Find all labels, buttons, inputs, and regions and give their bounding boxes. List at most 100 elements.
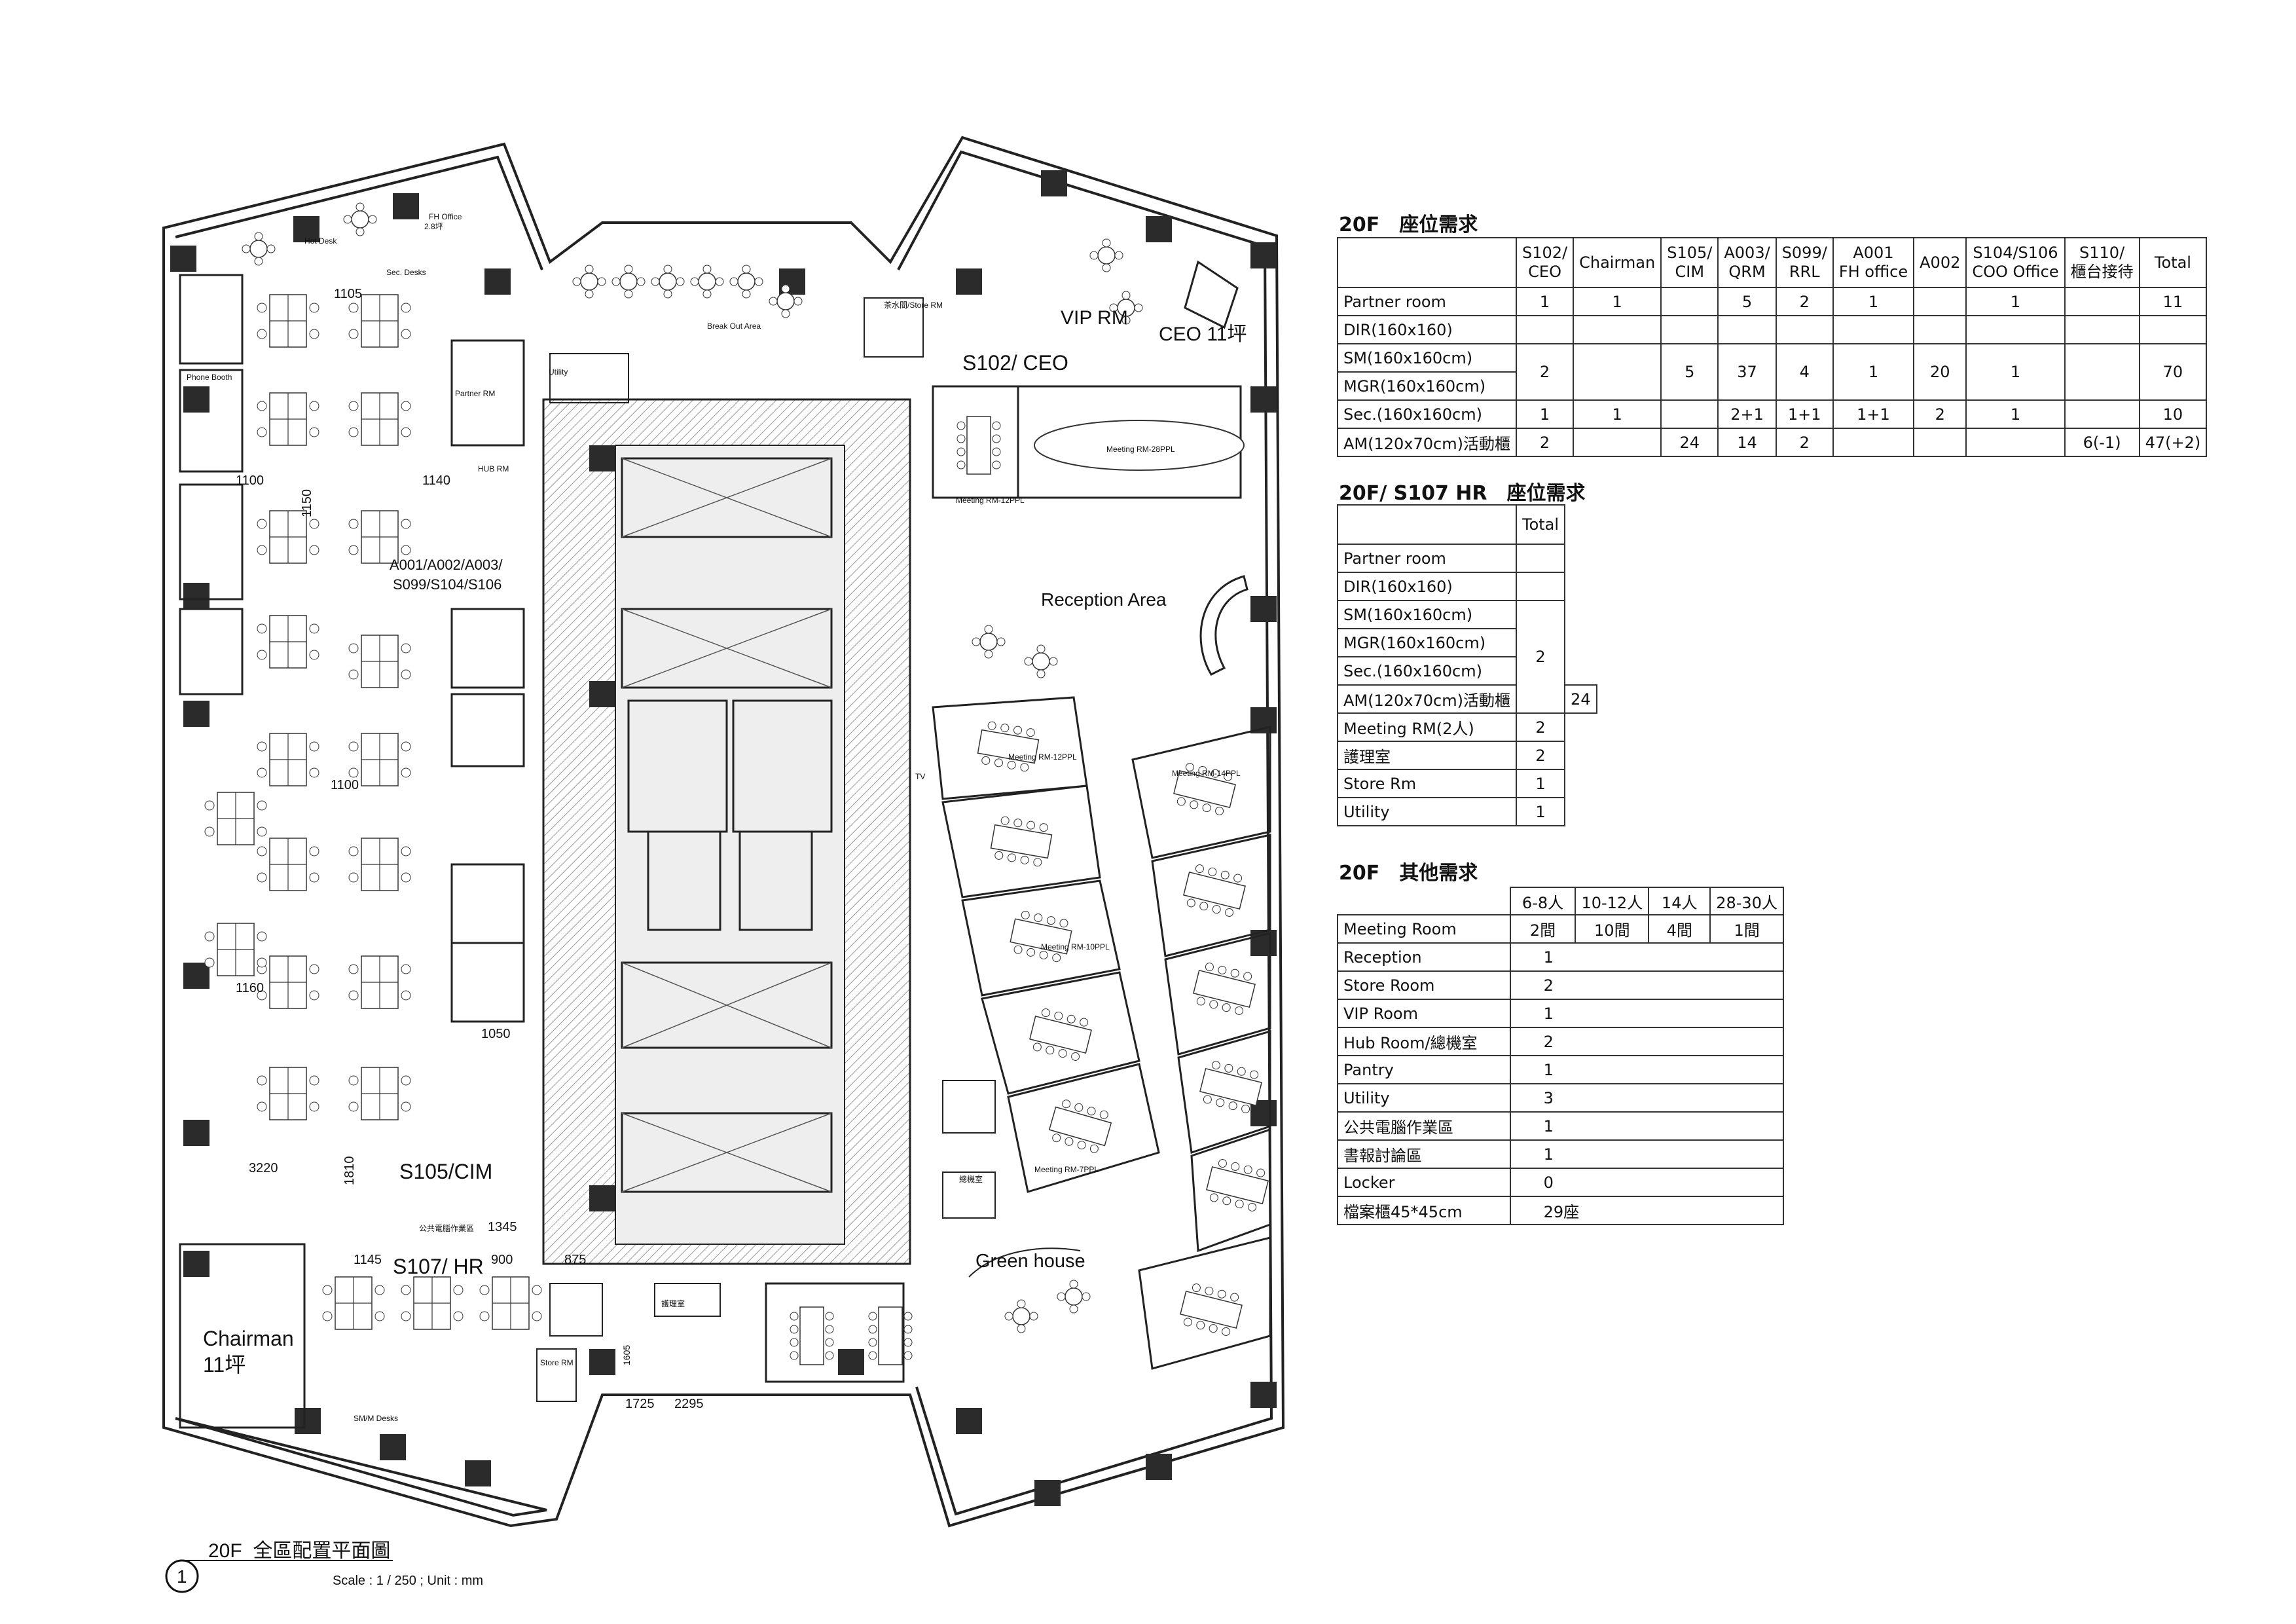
seat-cell bbox=[1775, 315, 1834, 344]
seat-cell: 37 bbox=[1717, 343, 1777, 401]
seat-cell bbox=[2064, 343, 2140, 401]
seat-row-label: MGR(160x160cm) bbox=[1337, 371, 1517, 401]
label-phone-booth: Phone Booth bbox=[187, 373, 232, 382]
service-rooms bbox=[536, 297, 996, 1402]
seat-cell: 2 bbox=[1775, 287, 1834, 316]
hr-header-row: Total bbox=[1337, 504, 1597, 545]
label-s107: S107/ HR bbox=[393, 1255, 484, 1278]
seat-cell bbox=[2064, 315, 2140, 344]
label-green-house: Green house bbox=[975, 1251, 1085, 1272]
label-pantry: 茶水間/Store RM bbox=[884, 300, 943, 310]
meeting-tables bbox=[790, 416, 1271, 1365]
other-row-value: 1 bbox=[1509, 999, 1785, 1028]
label-meeting-14: Meeting RM-14PPL bbox=[1172, 769, 1241, 778]
label-hub-rm: HUB RM bbox=[478, 464, 509, 473]
other-header-cell: 10-12人 bbox=[1575, 887, 1650, 915]
hr-row-label: 護理室 bbox=[1337, 741, 1517, 770]
dim-1140: 1140 bbox=[422, 473, 450, 488]
other-header-cell: 14人 bbox=[1648, 887, 1711, 915]
label-tv: TV bbox=[915, 772, 925, 781]
label-chairman: Chairman bbox=[203, 1327, 294, 1350]
seat-row-label: AM(120x70cm)活動櫃 bbox=[1337, 428, 1517, 457]
hr-table-title: 20F/ S107 HR 座位需求 bbox=[1339, 482, 1586, 505]
dim-1160: 1160 bbox=[236, 981, 264, 995]
dim-1725: 1725 bbox=[625, 1397, 655, 1411]
label-sec-desks: Sec. Desks bbox=[386, 268, 426, 277]
seat-cell bbox=[1573, 343, 1662, 401]
partner-rooms-left bbox=[179, 274, 525, 1429]
seat-cell bbox=[2138, 315, 2208, 344]
seat-cell bbox=[2064, 399, 2140, 429]
dim-1345: 1345 bbox=[488, 1220, 517, 1234]
other-row-label: 檔案櫃45*45cm bbox=[1337, 1196, 1511, 1225]
label-vip-rm: VIP RM bbox=[1061, 307, 1128, 329]
hr-row-value: 2 bbox=[1515, 600, 1566, 714]
dim-3220: 3220 bbox=[249, 1161, 278, 1175]
seat-cell: 6(-1) bbox=[2064, 428, 2140, 457]
label-partner-rm: Partner RM bbox=[455, 389, 495, 398]
label-meeting-12a: Meeting RM-12PPL bbox=[956, 496, 1025, 505]
seat-cell: 1 bbox=[1573, 287, 1662, 316]
hr-row: MGR(160x160cm) bbox=[1337, 628, 1597, 657]
other-row-label: Reception bbox=[1337, 942, 1511, 972]
seat-cell: 1 bbox=[1515, 287, 1575, 316]
hr-row-label: Utility bbox=[1337, 797, 1517, 826]
label-meeting-12b: Meeting RM-12PPL bbox=[1008, 752, 1077, 762]
drawing-title-block: 1 20F_全區配置平面圖 Scale : 1 / 250 ; Unit : m… bbox=[165, 1540, 483, 1593]
seat-cell: 2 bbox=[1913, 399, 1967, 429]
seat-cell: 24 bbox=[1660, 428, 1719, 457]
seat-cell: 70 bbox=[2138, 343, 2208, 401]
seat-cell: 11 bbox=[2138, 287, 2208, 316]
dim-875: 875 bbox=[564, 1253, 586, 1267]
label-a-group-1: A001/A002/A003/ bbox=[390, 557, 503, 573]
seat-cell: 5 bbox=[1717, 287, 1777, 316]
seat-cell: 1 bbox=[1832, 287, 1915, 316]
drawing-title: 20F_全區配置平面圖 bbox=[208, 1540, 390, 1562]
dim-1050: 1050 bbox=[481, 1027, 511, 1041]
hr-row-label: Partner room bbox=[1337, 544, 1517, 573]
other-header-cell: 6-8人 bbox=[1509, 887, 1576, 915]
label-meeting-10: Meeting RM-10PPL bbox=[1041, 942, 1110, 951]
seat-header-cell bbox=[1337, 237, 1517, 288]
seat-row-dir: DIR(160x160) bbox=[1337, 315, 2208, 344]
label-meeting-7: Meeting RM-7PPL bbox=[1034, 1165, 1099, 1174]
other-header-cell: 28-30人 bbox=[1709, 887, 1784, 915]
other-table-title: 20F 其他需求 bbox=[1339, 862, 1478, 885]
label-utility: Utility bbox=[549, 367, 568, 377]
other-row-label: VIP Room bbox=[1337, 999, 1511, 1028]
other-row-value: 1 bbox=[1509, 1055, 1785, 1084]
seat-cell: 1 bbox=[1965, 287, 2066, 316]
seat-cell bbox=[1660, 287, 1719, 316]
hr-row-value bbox=[1515, 572, 1566, 601]
other-row-label: 公共電腦作業區 bbox=[1337, 1111, 1511, 1141]
label-hot-desk: Hot Desk bbox=[304, 236, 337, 246]
seat-cell bbox=[1660, 315, 1719, 344]
hr-row-value: 24 bbox=[1564, 684, 1597, 714]
hr-row: Sec.(160x160cm) bbox=[1337, 656, 1597, 686]
label-chairman-size: 11坪 bbox=[203, 1353, 246, 1376]
dim-1100a: 1100 bbox=[236, 473, 264, 488]
hr-row-label: DIR(160x160) bbox=[1337, 572, 1517, 601]
seat-cell: 4 bbox=[1775, 343, 1834, 401]
seat-cell bbox=[1573, 315, 1662, 344]
hr-header-total: Total bbox=[1515, 504, 1566, 545]
seat-cell: 1+1 bbox=[1832, 399, 1915, 429]
seat-header-cell: S110/櫃台接待 bbox=[2064, 237, 2140, 288]
other-row-value: 1 bbox=[1509, 1139, 1785, 1169]
plan-labels: VIP RM CEO 11坪 S102/ CEO Reception Area … bbox=[187, 212, 1247, 1423]
seat-header-cell: S102/CEO bbox=[1515, 237, 1575, 288]
hr-row-value: 2 bbox=[1515, 712, 1566, 742]
label-computer: 公共電腦作業區 bbox=[419, 1223, 474, 1233]
hr-row-label: AM(120x70cm)活動櫃 bbox=[1337, 684, 1517, 714]
